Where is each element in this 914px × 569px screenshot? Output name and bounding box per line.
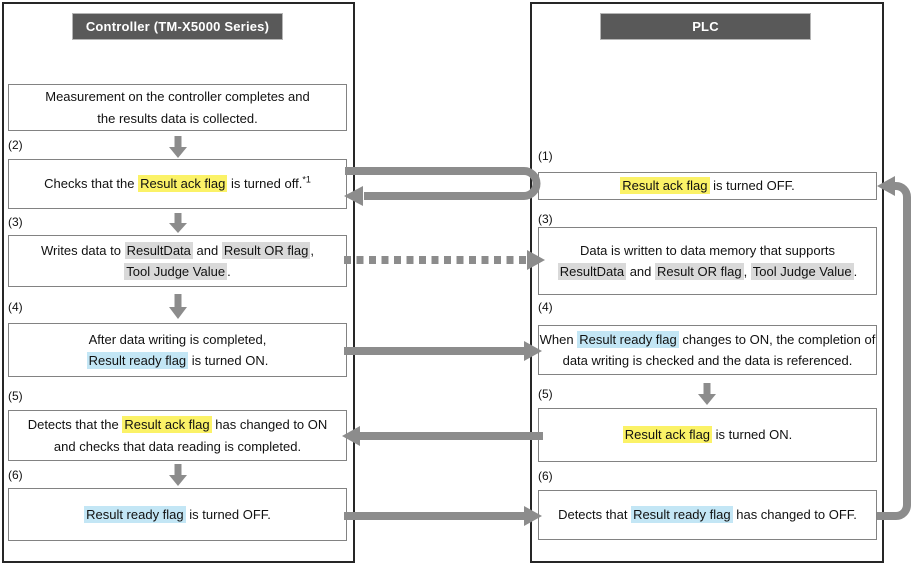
controller-box-measurement: Measurement on the controller completes … bbox=[8, 84, 347, 131]
plc-box-ack-off: Result ack flag is turned OFF. bbox=[538, 172, 877, 200]
plc-box-detect-ready-off: Detects that Result ready flag has chang… bbox=[538, 490, 877, 540]
plc-box-data-written: Data is written to data memory that supp… bbox=[538, 227, 877, 295]
plc-header: PLC bbox=[600, 13, 811, 40]
controller-box-write-data: Writes data to ResultData and Result OR … bbox=[8, 235, 347, 287]
plc-step-label-4: (4) bbox=[538, 300, 553, 314]
arrow-check-ack-roundtrip-icon bbox=[344, 167, 541, 206]
controller-step-label-4: (4) bbox=[8, 300, 23, 314]
plc-box-ready-on-check: When Result ready flag changes to ON, th… bbox=[538, 325, 877, 375]
plc-step-label-3: (3) bbox=[538, 212, 553, 226]
controller-box-detect-ack-on: Detects that the Result ack flag has cha… bbox=[8, 410, 347, 461]
controller-header: Controller (TM-X5000 Series) bbox=[72, 13, 283, 40]
controller-step-label-5: (5) bbox=[8, 389, 23, 403]
arrow-result-ready-on-icon bbox=[344, 341, 542, 361]
arrow-result-ack-on-icon bbox=[342, 426, 543, 446]
controller-step-label-6: (6) bbox=[8, 468, 23, 482]
controller-box-check-ack-off: Checks that the Result ack flag is turne… bbox=[8, 159, 347, 209]
plc-step-label-1: (1) bbox=[538, 149, 553, 163]
controller-step-label-2: (2) bbox=[8, 138, 23, 152]
arrow-write-data-dotted-icon bbox=[344, 250, 545, 270]
plc-box-ack-on: Result ack flag is turned ON. bbox=[538, 408, 877, 462]
arrow-result-ready-off-icon bbox=[344, 506, 542, 526]
plc-step-label-6: (6) bbox=[538, 469, 553, 483]
controller-box-ready-on: After data writing is completed,Result r… bbox=[8, 323, 347, 377]
controller-box-ready-off: Result ready flag is turned OFF. bbox=[8, 488, 347, 541]
controller-step-label-3: (3) bbox=[8, 215, 23, 229]
plc-step-label-5: (5) bbox=[538, 387, 553, 401]
